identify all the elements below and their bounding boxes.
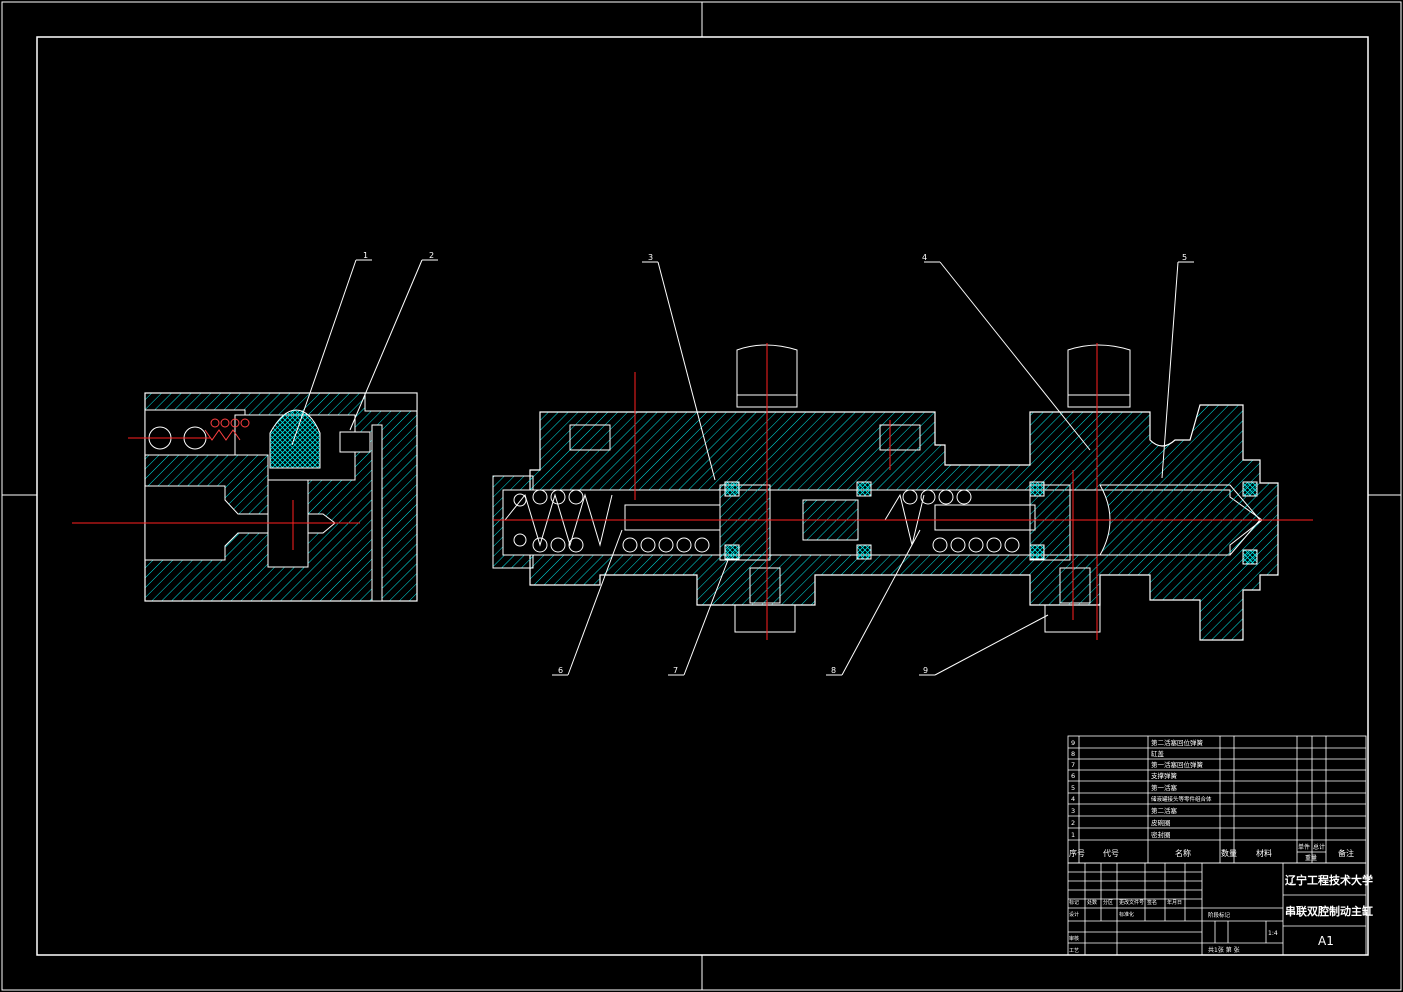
label-stage-mark: 阶段标记 [1208,911,1231,919]
parts-row-name: 密封圈 [1151,830,1171,839]
label-standard: 标准化 [1119,911,1134,918]
label-mark: 标记 [1069,899,1079,906]
parts-row-name: 第二活塞 [1151,806,1178,815]
parts-row-name: 储液罐接头等零件组合体 [1151,795,1212,803]
callout-7: 7 [673,666,678,675]
parts-row-no: 3 [1071,807,1075,815]
callout-5: 5 [1182,253,1187,262]
parts-row-no: 5 [1071,784,1075,792]
sheet-info: 共1张 第 张 [1208,946,1240,954]
parts-row-no: 4 [1071,795,1075,803]
header-code: 代号 [1103,848,1119,858]
callout-9: 9 [923,666,928,675]
parts-row-name: 支撑弹簧 [1151,771,1178,780]
scale-value: 1:4 [1268,930,1278,937]
parts-row-no: 9 [1071,739,1075,747]
sheet-size: A1 [1318,934,1334,948]
callout-1: 1 [363,251,368,260]
parts-row-no: 7 [1071,761,1075,769]
header-name: 名称 [1175,848,1191,858]
title-block [1067,862,1367,956]
label-designer: 设计 [1069,911,1079,918]
title-block-text: 标记 处数 分区 更改文件号 签名 年月日 设计 标准化 审核 工艺 阶段标记 … [1069,873,1373,954]
label-zone: 分区 [1103,899,1113,906]
drawing-title: 串联双腔制动主缸 [1285,904,1373,918]
callout-2: 2 [429,251,434,260]
label-sign: 签名 [1147,899,1157,906]
header-total-weight: 总计 [1313,843,1325,851]
label-change-doc: 更改文件号 [1119,899,1144,906]
parts-row-no: 1 [1071,831,1075,839]
school-name: 辽宁工程技术大学 [1285,873,1373,887]
header-weight: 重量 [1305,854,1317,862]
parts-row-no: 6 [1071,772,1075,780]
label-approve: 审核 [1069,935,1079,942]
header-remark: 备注 [1338,848,1354,858]
label-process: 工艺 [1069,948,1079,954]
detail-section-view: 1 2 [72,251,438,602]
callout-4: 4 [922,253,927,262]
parts-list-text: 9 第二活塞回位弹簧 8 缸盖 7 第一活塞回位弹簧 6 支撑弹簧 5 第一活塞… [1069,738,1354,862]
parts-row-no: 8 [1071,750,1075,758]
parts-row-name: 皮碗圈 [1151,818,1171,827]
header-material: 材料 [1256,848,1272,858]
parts-list-table [1067,735,1367,864]
parts-row-name: 第一活塞 [1151,783,1178,792]
parts-row-name: 第一活塞回位弹簧 [1151,760,1204,769]
parts-row-name: 第二活塞回位弹簧 [1151,738,1204,747]
master-cylinder-section-view: 3 4 5 6 7 8 9 [492,253,1313,676]
header-unit-weight: 单件 [1298,843,1310,851]
header-seq: 序号 [1069,848,1085,858]
callout-6: 6 [558,666,563,675]
header-qty: 数量 [1221,848,1237,858]
parts-row-name: 缸盖 [1151,749,1165,758]
callout-3: 3 [648,253,653,262]
callout-8: 8 [831,666,836,675]
parts-row-no: 2 [1071,819,1075,827]
label-count: 处数 [1087,899,1097,906]
label-date: 年月日 [1167,899,1182,906]
